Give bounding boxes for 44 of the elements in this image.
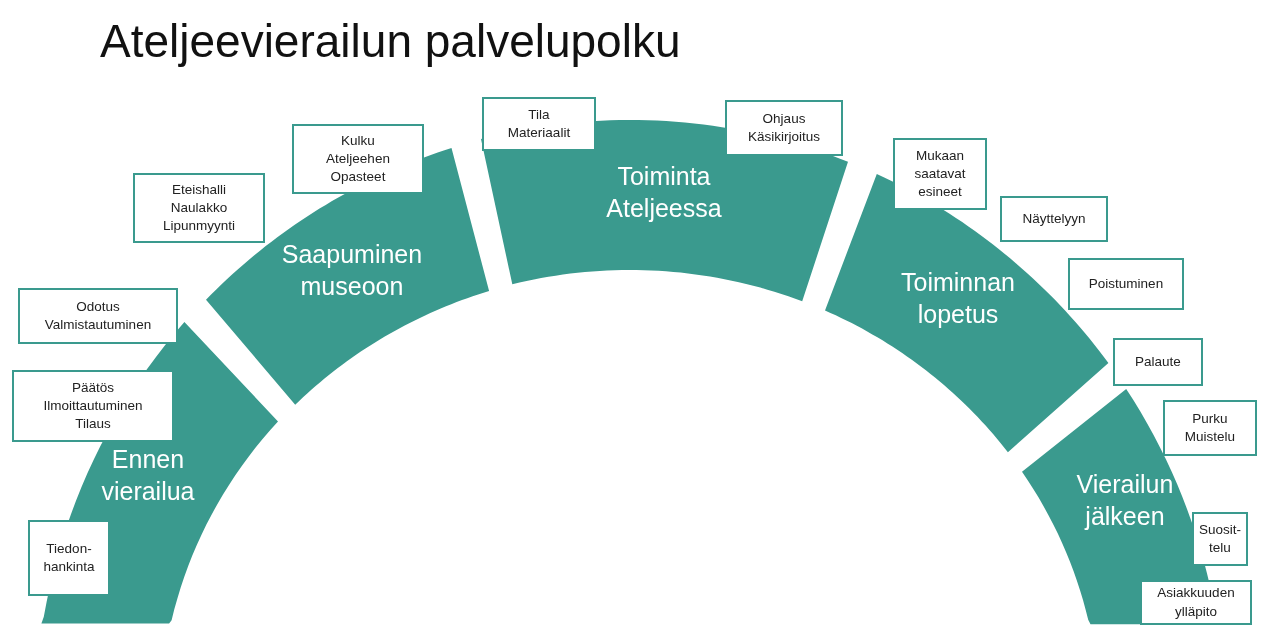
step-box [482,97,596,151]
step-text: Purku [1192,409,1228,428]
step-text: Naulakko [170,198,228,217]
step-text: Päätös [72,378,114,397]
step-text: Kulku [341,131,375,150]
segment-label: Saapuminen museoon [280,238,424,302]
step-text: Ateljeehen [326,149,390,168]
step-box [28,520,110,596]
step-text: Tilaus [75,415,111,434]
step-text: Asiakkuuden ylläpito [1156,584,1236,621]
step-text: Ohjaus [762,109,806,128]
step-text: Suosit- telu [1198,520,1242,557]
step-box [1163,400,1257,456]
step-text: Tiedon- hankinta [42,539,96,576]
segment-label: Toiminta Ateljeessa [605,160,723,224]
step-text: Valmistautuminen [44,316,152,334]
step-text: Lipunmyynti [162,217,235,236]
segment-label: Ennen vierailua [100,443,196,507]
step-box [1000,196,1108,242]
step-text: Näyttelyyn [1022,209,1086,228]
step-box [133,173,265,243]
segment-label: Vierailun jälkeen [1075,468,1175,532]
step-box [1192,512,1248,566]
step-text: Muistelu [1184,428,1236,446]
step-box [893,138,987,210]
page-title: Ateljeevierailun palvelupolku [100,14,681,68]
step-text: Opasteet [330,168,386,187]
step-box [725,100,843,156]
step-text: Tila [528,105,550,124]
step-text: Mukaan saatavat esineet [913,146,967,202]
step-box [1068,258,1184,310]
step-text: Käsikirjoitus [748,128,820,146]
step-box [292,124,424,194]
step-box [1140,580,1252,625]
step-text: Odotus [76,297,120,316]
step-text: Materiaalit [507,124,571,142]
step-text: Eteishalli [172,180,226,199]
step-box [1113,338,1203,386]
step-box [12,370,174,442]
step-text: Ilmoittautuminen [43,396,143,415]
step-box [18,288,178,344]
segment-label: Toiminnan lopetus [900,266,1016,330]
step-text: Poistuminen [1088,274,1164,293]
step-text: Palaute [1135,352,1181,371]
